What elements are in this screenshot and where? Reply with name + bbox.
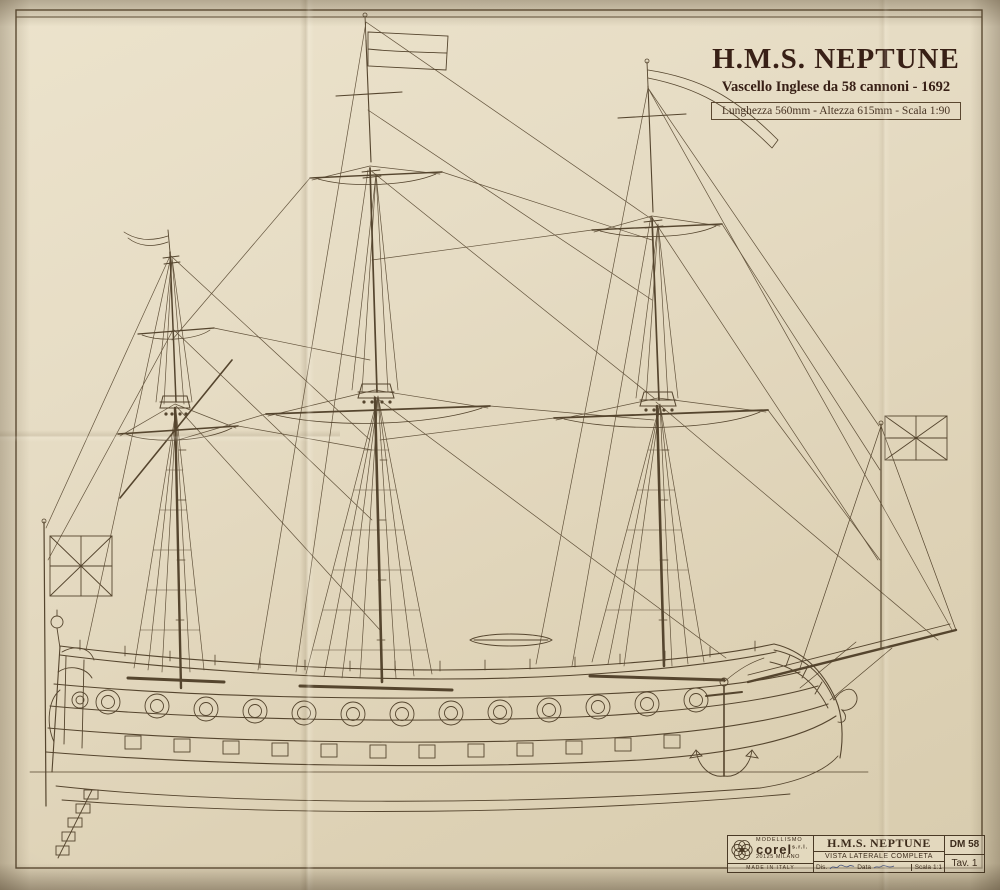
spec-box: Lunghezza 560mm - Altezza 615mm - Scala … [710,102,962,121]
handwritten-signature [829,864,855,870]
gunport-wreaths [95,687,709,727]
manufacturer-name: corels.r.l. [756,841,809,857]
mizzen-shrouds [133,409,205,673]
mizzen-ratlines [139,469,201,631]
masthead-flag [367,31,449,71]
handwritten-date [873,865,895,869]
manufacturer-city: 20125 MILANO [756,854,800,861]
lifts [119,165,767,437]
bow-group [688,649,858,777]
manufacturer-top: MODELLISMO [756,837,803,844]
mizzen-channel [126,676,226,684]
sheet-title: H.M.S. NEPTUNE [827,836,931,850]
quarter-gallery-carvings [48,647,95,749]
fore-channel [588,674,726,682]
title-block: MODELLISMO corels.r.l. 20125 MILANO MADE… [727,835,985,873]
kit-code: DM 58 [949,839,980,851]
manufacturer-cell: MODELLISMO corels.r.l. 20125 MILANO MADE… [728,836,814,872]
sheet-subtitle: VISTA LATERALE COMPLETA [814,851,944,861]
gunport-squares [124,734,681,759]
sheet-info-cell: H.M.S. NEPTUNE VISTA LATERALE COMPLETA D… [814,836,945,872]
braces [171,171,881,561]
ensign-staff [43,521,47,807]
fore-shrouds [591,403,705,667]
fore-topsail-yard [591,223,723,231]
corel-rosette-icon [731,839,753,860]
topmast-shrouds [155,173,679,405]
bowsprit-group [746,415,958,701]
main-mast-group [265,12,491,684]
stern-lantern [50,609,64,649]
lateen-yard [119,359,233,499]
main-shrouds [305,395,433,679]
mizzen-top-platform [159,395,191,409]
hull-group [29,633,869,859]
plate-number: Tav. 1 [945,853,984,873]
manufacturer-logo: MODELLISMO corels.r.l. 20125 MILANO [728,836,813,863]
stern-group [41,518,113,807]
scala-value: 1:1 [932,863,942,871]
scala-label: Scala [914,863,931,871]
anchor [688,657,765,777]
fore-pennant [647,69,779,149]
rigging-group [45,21,953,679]
code-cell: DM 58 Tav. 1 [945,836,984,872]
fore-mast-group [553,58,779,668]
sheet-header: H.M.S. NEPTUNE Vascello Inglese da 58 ca… [688,43,984,121]
mizzen-topsail-yard [137,327,215,335]
figurehead [833,688,858,723]
manufacturer-suffix: s.r.l. [792,844,809,851]
made-in-label: MADE IN ITALY [728,863,813,872]
union-flag-jack [884,415,948,461]
union-flag-ensign [49,535,113,597]
rudder-steps [55,789,99,859]
main-topgallant-yard [335,91,403,97]
main-yard [265,405,491,415]
scala-field: Scala 1:1 [910,863,942,871]
dis-label: Dis. [816,863,828,871]
fields-row: Dis. Data Scala 1:1 [814,861,944,872]
manufacturer-text: MODELLISMO corels.r.l. 20125 MILANO [756,838,808,861]
stays [45,21,953,673]
deadeyes [164,400,674,416]
ships-boat [469,633,553,647]
fore-ratlines [605,449,696,611]
page-subtitle: Vascello Inglese da 58 cannoni - 1692 [721,79,951,96]
data-label: Data [857,863,871,871]
main-channel [298,684,454,692]
fore-topgallant-yard [617,113,687,119]
head-rails [769,649,835,709]
drawing-frame [15,9,983,869]
page-title: H.M.S. NEPTUNE [712,43,960,75]
mizzen-pennant [123,231,169,246]
main-ratlines [311,449,428,651]
